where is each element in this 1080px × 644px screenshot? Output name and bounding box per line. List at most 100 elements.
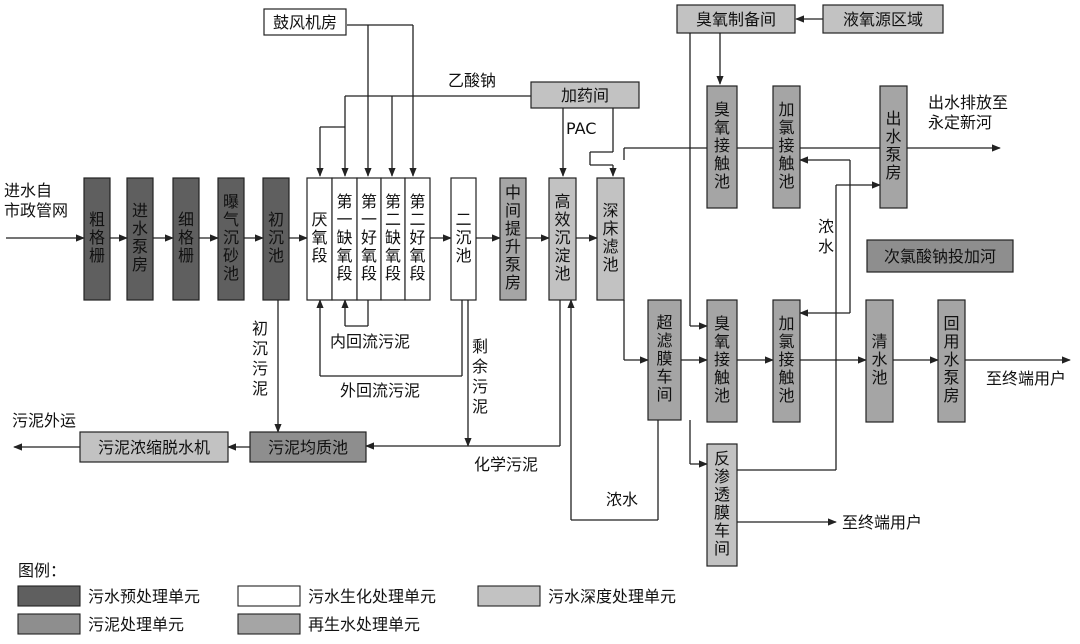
external-return-label: 外回流污泥 <box>340 381 420 400</box>
ro-workshop-rect <box>706 443 738 567</box>
fine-screen-box: 细格栅 <box>172 177 200 301</box>
chlor-contact2-box: 加氯接触池 <box>772 299 801 423</box>
anoxic1-box: 第一缺氧段 <box>331 177 358 301</box>
lox-area-box: 液氧源区域 <box>822 4 944 34</box>
aerobic1-box: 第一好氧段 <box>356 177 382 301</box>
clear-tank-label: 清水池 <box>871 332 887 387</box>
secondary-clarifier-box: 二沉池 <box>450 177 477 301</box>
ozone-contact2-rect <box>706 299 738 423</box>
hi-eff-sed-label: 高效沉淀池 <box>554 192 570 283</box>
anoxic2-label: 第二缺氧段 <box>385 192 401 283</box>
blower-room-box: 鼓风机房 <box>263 8 347 36</box>
intermediate-pump-label: 中间提升泵房 <box>505 183 521 292</box>
ozone-contact1-label: 臭氧接触池 <box>714 100 730 191</box>
aerobic2-box: 第二好氧段 <box>404 177 431 301</box>
uf-workshop-label: 超滤膜车间 <box>656 313 672 404</box>
deep-filter-rect <box>596 177 625 301</box>
chlor-contact1-rect <box>772 85 801 209</box>
flow-labels: 进水自市政管网乙酸钠PAC出水排放至永定新河浓水浓水内回流污泥外回流污泥初沉污泥… <box>4 71 1066 532</box>
legend-item: 再生水处理单元 <box>237 613 420 635</box>
ro-workshop-label: 反渗透膜车间 <box>714 449 730 558</box>
pac-label: PAC <box>566 119 596 138</box>
primary-clarifier-rect <box>262 177 290 301</box>
internal-return-label: 内回流污泥 <box>330 332 410 351</box>
anaerobic-box: 厌氧段 <box>306 177 333 301</box>
reuse-pump-label: 回用水泵房 <box>943 314 959 405</box>
chlor-contact2-rect <box>772 299 801 423</box>
sludge-homog-box: 污泥均质池 <box>249 431 367 463</box>
legend-label: 污水生化处理单元 <box>308 587 436 606</box>
end-user2-label: 至终端用户 <box>842 513 922 532</box>
coarse-screen-box: 粗格栅 <box>83 177 111 301</box>
hypochlorite-label: 次氯酸钠投加河 <box>884 247 996 266</box>
legend-swatch <box>237 613 301 635</box>
inlet-pump-label: 进水泵房 <box>132 201 148 274</box>
sludge-homog-rect <box>249 431 367 463</box>
deep-filter-box: 深床滤池 <box>596 177 625 301</box>
ro-workshop-box: 反渗透膜车间 <box>706 443 738 567</box>
reuse-pump-box: 回用水泵房 <box>937 299 966 423</box>
primary-clarifier-label: 初沉池 <box>268 210 284 265</box>
ozone-prep-rect <box>676 4 796 34</box>
sludge-dewater-rect <box>79 431 229 463</box>
legend-item: 污水深度处理单元 <box>477 585 676 607</box>
blower-room-rect <box>263 8 347 36</box>
concentrate-v-label: 浓水 <box>818 217 834 256</box>
inflow-label: 进水自市政管网 <box>4 181 68 220</box>
end-user1-label: 至终端用户 <box>986 369 1066 388</box>
sludge-dewater-label: 污泥浓缩脱水机 <box>98 438 210 457</box>
hypochlorite-rect <box>866 239 1014 273</box>
intermediate-pump-rect <box>499 177 527 301</box>
chlor-contact1-label: 加氯接触池 <box>778 100 794 191</box>
ozone-prep-box: 臭氧制备间 <box>676 4 796 34</box>
effluent-pump-label: 出水泵房 <box>885 109 901 182</box>
legend-item: 污泥处理单元 <box>17 613 184 635</box>
concentrate-h-label: 浓水 <box>606 490 638 509</box>
ozone-contact2-box: 臭氧接触池 <box>706 299 738 423</box>
flow-lines <box>6 15 1071 526</box>
clear-tank-rect <box>865 299 894 423</box>
legend-label: 污泥处理单元 <box>88 615 184 634</box>
discharge-label: 出水排放至永定新河 <box>928 93 1008 132</box>
hi-eff-sed-rect <box>548 177 577 301</box>
unit-boxes: 鼓风机房臭氧制备间液氧源区域加药间粗格栅进水泵房细格栅曝气沉砂池初沉池厌氧段第一… <box>79 4 1014 567</box>
anaerobic-label: 厌氧段 <box>311 210 327 265</box>
coarse-screen-label: 粗格栅 <box>89 210 105 265</box>
legend-title: 图例： <box>18 561 66 580</box>
legend-swatch <box>477 585 541 607</box>
aerobic1-rect <box>356 177 382 301</box>
deep-filter-label: 深床滤池 <box>602 201 618 274</box>
legend-item: 污水生化处理单元 <box>237 585 436 607</box>
anoxic1-rect <box>331 177 358 301</box>
inlet-pump-box: 进水泵房 <box>126 177 154 301</box>
sludge-dewater-box: 污泥浓缩脱水机 <box>79 431 229 463</box>
aerated-grit-box: 曝气沉砂池 <box>217 177 245 301</box>
hi-eff-sed-box: 高效沉淀池 <box>548 177 577 301</box>
legend-label: 污水预处理单元 <box>88 587 200 606</box>
legend-item: 污水预处理单元 <box>17 585 200 607</box>
inlet-pump-rect <box>126 177 154 301</box>
sludge-out-label: 污泥外运 <box>12 411 76 430</box>
legend-swatch <box>237 585 301 607</box>
legend-swatch <box>17 613 81 635</box>
coarse-screen-rect <box>83 177 111 301</box>
fine-screen-rect <box>172 177 200 301</box>
intermediate-pump-box: 中间提升泵房 <box>499 177 527 301</box>
clear-tank-box: 清水池 <box>865 299 894 423</box>
chemical-sludge-label: 化学污泥 <box>474 455 538 474</box>
secondary-clarifier-rect <box>450 177 477 301</box>
chlor-contact2-label: 加氯接触池 <box>778 314 794 405</box>
reuse-pump-rect <box>937 299 966 423</box>
dosing-room-rect <box>530 81 640 109</box>
legend-label: 再生水处理单元 <box>308 615 420 634</box>
dosing-room-box: 加药间 <box>530 81 640 109</box>
uf-workshop-rect <box>647 299 682 421</box>
chlor-contact1-box: 加氯接触池 <box>772 85 801 209</box>
lox-area-label: 液氧源区域 <box>843 10 923 29</box>
ozone-contact2-label: 臭氧接触池 <box>714 314 730 405</box>
blower-room-label: 鼓风机房 <box>273 13 337 32</box>
sludge-homog-label: 污泥均质池 <box>268 438 348 457</box>
